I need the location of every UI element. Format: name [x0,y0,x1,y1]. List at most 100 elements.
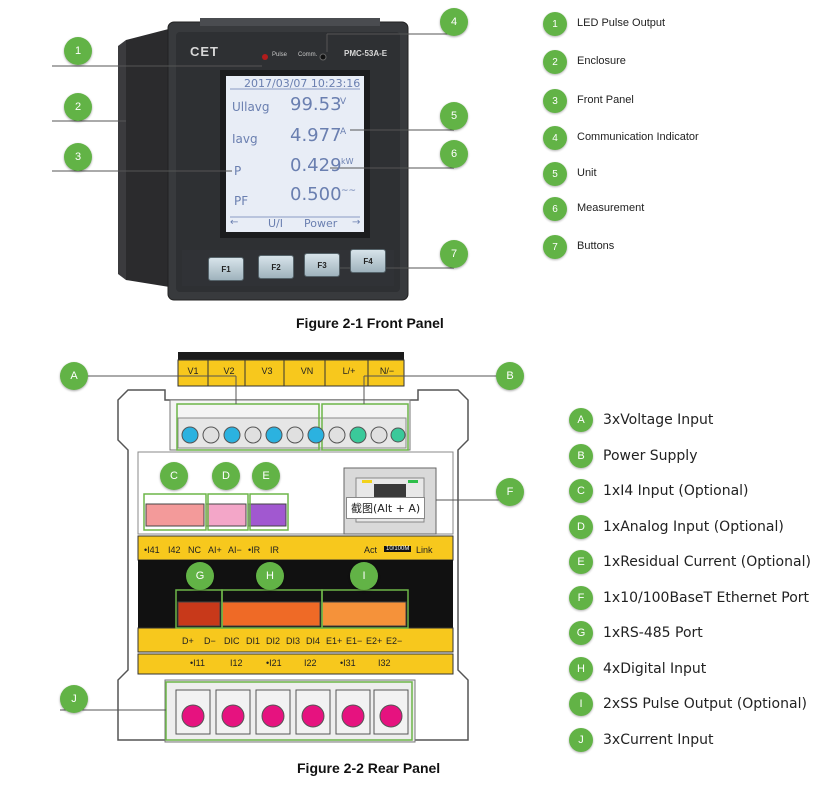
legend-dot-7: 7 [543,235,567,259]
legend-dot-d: D [569,515,593,539]
mid-label-i42: I42 [168,545,181,555]
legend-dot-h: H [569,657,593,681]
bottom-label-di3: DI3 [286,636,301,646]
rear-panel-figure: V1 V2 V3 VN L/+ N/− •I41 I42 NC AI+ AI− … [0,340,540,760]
bottom-label-dic: DIC [224,636,240,646]
mid-label-ai-plus: AI+ [208,545,222,555]
bottom-label-e2-minus: E2− [386,636,403,646]
lcd-screen [226,76,364,232]
comm-label: Comm. [298,52,318,58]
legend-dot-f: F [569,586,593,610]
mid-label-nc: NC [188,545,201,555]
eth-label-speed: 10/100M [384,546,412,552]
led-label: Pulse [272,52,288,58]
callout-c: C [160,462,188,490]
lcd-row-unit: V [340,97,347,107]
lcd-row-value: 0.500 [290,184,342,205]
callout-6: 6 [440,140,468,168]
lcd-row-unit: A [340,127,347,137]
eth-label-act: Act [364,545,378,555]
callout-f: F [496,478,524,506]
legend-label-i: 2xSS Pulse Output (Optional) [603,696,807,712]
legend-dot-2: 2 [543,50,567,74]
terminal-label-v3: V3 [261,366,273,376]
ct-label-i12: I12 [230,658,243,668]
bottom-label-e1-plus: E1+ [326,636,343,646]
legend-label-3: Front Panel [577,94,634,106]
lcd-row-value: 99.53 [290,94,342,115]
legend-label-4: Communication Indicator [577,131,699,143]
legend-label-e: 1xResidual Current (Optional) [603,554,811,570]
terminal-label-v1: V1 [187,366,199,376]
lcd-footer-tab-power: Power [304,217,338,230]
mid-label-ai-minus: AI− [228,545,242,555]
legend-dot-j: J [569,728,593,752]
terminal-label-l: L/+ [342,366,356,376]
callout-d: D [212,462,240,490]
callout-g: G [186,562,214,590]
legend-label-g: 1xRS-485 Port [603,625,703,641]
voltage-terminals [181,426,406,444]
legend-label-f: 1x10/100BaseT Ethernet Port [603,590,810,606]
lcd-row-unit: kW [341,157,354,166]
legend-label-a: 3xVoltage Input [603,412,714,428]
callout-7: 7 [440,240,468,268]
front-panel-figure: CET Pulse Comm. PMC-53A-E 2017/03/07 10:… [0,0,540,320]
bottom-label-e1-minus: E1− [346,636,363,646]
legend-label-2: Enclosure [577,55,626,67]
mid-label-ir-dot: •IR [248,545,261,555]
legend-label-d: 1xAnalog Input (Optional) [603,519,784,535]
callout-5: 5 [440,102,468,130]
callout-2: 2 [64,93,92,121]
brand-logo: CET [190,44,219,59]
front-panel-drawing [52,18,454,301]
legend-label-c: 1xI4 Input (Optional) [603,483,749,499]
ct-label-i21: •I21 [266,658,282,668]
ct-label-i31: •I31 [340,658,356,668]
legend-dot-3: 3 [543,89,567,113]
legend-label-6: Measurement [577,202,645,214]
comm-dot [319,53,327,61]
legend-dot-i: I [569,692,593,716]
lcd-footer-left-arrow: ← [230,217,239,228]
bottom-label-d-minus: D− [204,636,216,646]
legend-label-7: Buttons [577,240,615,252]
bottom-label-e2-plus: E2+ [366,636,383,646]
callout-i: I [350,562,378,590]
ct-label-i22: I22 [304,658,317,668]
eth-label-link: Link [416,545,433,555]
legend-label-h: 4xDigital Input [603,661,707,677]
legend-dot-6: 6 [543,197,567,221]
screenshot-tooltip: 截图(Alt + A) [346,497,426,519]
terminal-label-n: N/− [379,366,395,376]
callout-h: H [256,562,284,590]
legend-dot-g: G [569,621,593,645]
rear-panel-caption: Figure 2-2 Rear Panel [297,760,441,776]
legend-label-1: LED Pulse Output [577,17,666,29]
callout-a: A [60,362,88,390]
f1-button[interactable]: F1 [208,257,244,281]
callout-4: 4 [440,8,468,36]
legend-dot-e: E [569,550,593,574]
legend-label-j: 3xCurrent Input [603,732,714,748]
f2-button[interactable]: F2 [258,255,294,279]
callout-b: B [496,362,524,390]
f4-button[interactable]: F4 [350,249,386,273]
f3-button[interactable]: F3 [304,253,340,277]
bottom-label-di2: DI2 [266,636,281,646]
front-panel-caption: Figure 2-1 Front Panel [296,315,444,331]
callout-3: 3 [64,143,92,171]
legend-label-5: Unit [577,167,597,179]
model-label: PMC-53A-E [344,49,388,58]
legend-dot-5: 5 [543,162,567,186]
bottom-label-di1: DI1 [246,636,261,646]
mid-label-ir: IR [270,545,279,555]
bottom-label-di4: DI4 [306,636,321,646]
ct-label-i11: •I11 [190,658,205,668]
lcd-datetime: 2017/03/07 10:23:16 [244,77,361,90]
bottom-label-d-plus: D+ [182,636,194,646]
led-dot [262,54,268,60]
legend-dot-a: A [569,408,593,432]
ct-label-i32: I32 [378,658,391,668]
lcd-row-name: PF [234,194,249,208]
